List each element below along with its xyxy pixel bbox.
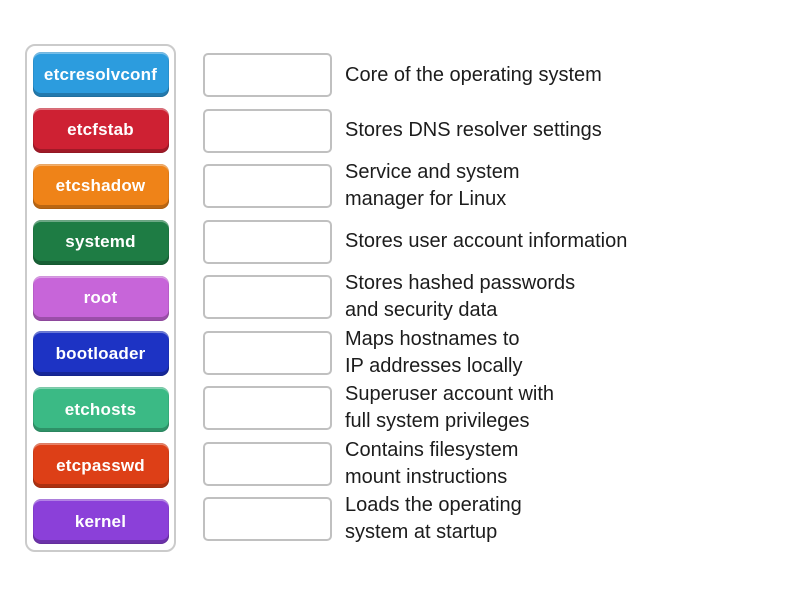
answer-slot[interactable] — [203, 164, 332, 208]
definition-text: Loads the operating system at startup — [345, 494, 522, 543]
tile-etcpasswd[interactable]: etcpasswd — [32, 443, 169, 489]
match-row: Core of the operating system — [203, 53, 627, 97]
definition-text: Stores user account information — [345, 230, 628, 252]
answer-slot[interactable] — [203, 53, 332, 97]
match-row: Stores DNS resolver settings — [203, 108, 627, 153]
match-row: Contains filesystem mount instructions — [203, 439, 627, 488]
match-row: Maps hostnames to IP addresses locally — [203, 328, 627, 377]
answer-slot[interactable] — [203, 386, 332, 430]
tile-kernel[interactable]: kernel — [32, 499, 169, 544]
definition-text: Stores DNS resolver settings — [345, 119, 602, 141]
tile-root[interactable]: root — [32, 275, 169, 321]
answer-slot[interactable] — [203, 275, 332, 319]
match-row: Service and system manager for Linux — [203, 161, 627, 210]
match-row: Stores user account information — [203, 219, 628, 264]
answer-slot[interactable] — [203, 108, 332, 153]
match-row: Stores hashed passwords and security dat… — [203, 272, 627, 321]
tile-etcresolvconf[interactable]: etcresolvconf — [32, 52, 169, 97]
tile-etcfstab[interactable]: etcfstab — [32, 107, 169, 153]
answer-slot[interactable] — [203, 330, 332, 375]
match-row: Loads the operating system at startup — [203, 494, 627, 543]
definition-text: Contains filesystem mount instructions — [345, 438, 519, 488]
definition-text: Superuser account with full system privi… — [345, 383, 555, 432]
match-panel: Core of the operating system Stores DNS … — [203, 53, 628, 543]
tile-etchosts[interactable]: etchosts — [32, 387, 169, 433]
answer-slot[interactable] — [203, 441, 332, 486]
definition-text: Maps hostnames to IP addresses locally — [345, 327, 523, 377]
answer-slot[interactable] — [203, 497, 332, 541]
tile-bootloader[interactable]: bootloader — [32, 331, 169, 377]
match-row: Superuser account with full system privi… — [203, 383, 627, 432]
definition-text: Core of the operating system — [345, 63, 602, 86]
answer-slot[interactable] — [203, 219, 332, 264]
tile-etcshadow[interactable]: etcshadow — [32, 163, 169, 209]
definition-text: Service and system manager for Linux — [345, 161, 520, 210]
definition-text: Stores hashed passwords and security dat… — [345, 272, 576, 321]
tile-systemd[interactable]: systemd — [32, 219, 169, 265]
keyword-panel: etcresolvconf etcfstab etcshadow systemd… — [25, 44, 176, 552]
